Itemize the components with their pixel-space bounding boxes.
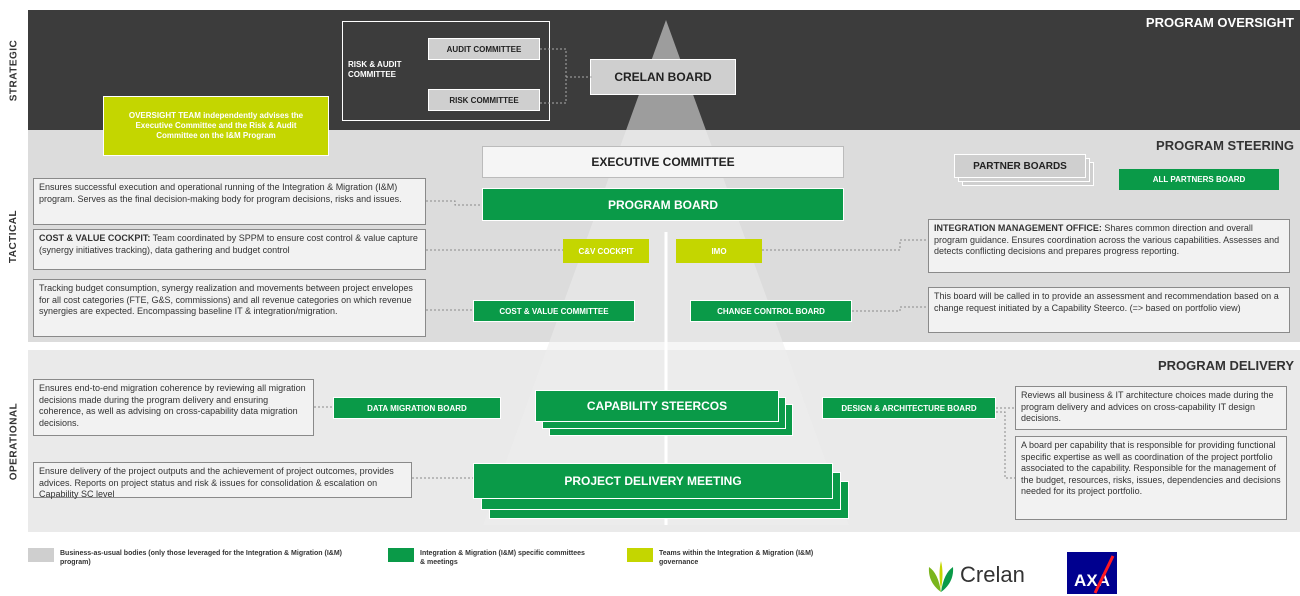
crelan-leaf-icon: [928, 561, 954, 592]
legend-swatch-bau: [28, 548, 54, 562]
executive-committee-box: EXECUTIVE COMMITTEE: [482, 146, 844, 178]
imo-box: IMO: [676, 239, 762, 263]
audit-committee-box: AUDIT COMMITTEE: [428, 38, 540, 60]
legend-swatch-im: [388, 548, 414, 562]
imo-description-title: INTEGRATION MANAGEMENT OFFICE:: [934, 223, 1102, 233]
capability-description: A board per capability that is responsib…: [1015, 436, 1287, 520]
axa-logo: AXA: [1067, 552, 1117, 594]
crelan-logo-text: Crelan: [960, 562, 1025, 587]
cost-value-cockpit-description: COST & VALUE COCKPIT: Team coordinated b…: [33, 229, 426, 270]
cockpit-description-text: Team coordinated by SPPM to ensure cost …: [39, 233, 418, 255]
partner-boards-box: PARTNER BOARDS: [954, 154, 1086, 178]
change-control-description: This board will be called in to provide …: [928, 287, 1290, 333]
legend-label-im: Integration & Migration (I&M) specific c…: [420, 550, 585, 566]
risk-audit-frame: [342, 21, 550, 121]
change-control-board-box: CHANGE CONTROL BOARD: [690, 300, 852, 322]
crelan-board-box: CRELAN BOARD: [590, 59, 736, 95]
project-delivery-description: Ensure delivery of the project outputs a…: [33, 462, 412, 499]
axa-logo-text: AXA: [1074, 571, 1110, 590]
legend-label-bau: Business-as-usual bodies (only those lev…: [60, 550, 342, 566]
design-architecture-description: Reviews all business & IT architecture c…: [1015, 386, 1287, 430]
operational-side-label: OPERATIONAL: [8, 402, 20, 480]
strategic-side-label: STRATEGIC: [8, 39, 20, 101]
risk-audit-committee-label: RISK & AUDIT COMMITTEE: [348, 60, 402, 79]
program-board-description: Ensures successful execution and operati…: [33, 178, 426, 225]
capability-steercos-box: CAPABILITY STEERCOS: [535, 390, 779, 422]
all-partners-board-box: ALL PARTNERS BOARD: [1119, 169, 1279, 190]
program-steering-title: PROGRAM STEERING: [1156, 138, 1294, 153]
project-delivery-meeting-box: PROJECT DELIVERY MEETING: [473, 463, 833, 499]
program-delivery-title: PROGRAM DELIVERY: [1157, 358, 1294, 373]
strategic-connectors: [540, 48, 592, 104]
imo-description: INTEGRATION MANAGEMENT OFFICE: Shares co…: [928, 219, 1290, 273]
program-board-box: PROGRAM BOARD: [482, 188, 844, 221]
legend-swatch-teams: [627, 548, 653, 562]
cv-cockpit-box: C&V COCKPIT: [563, 239, 649, 263]
imo-description-text: Shares common direction and overall prog…: [934, 223, 1280, 256]
program-oversight-title: PROGRAM OVERSIGHT: [1145, 15, 1294, 30]
cost-value-committee-box: COST & VALUE COMMITTEE: [473, 300, 635, 322]
design-architecture-board-box: DESIGN & ARCHITECTURE BOARD: [822, 397, 996, 419]
legend-label-teams: Teams within the Integration & Migration…: [659, 550, 814, 566]
data-migration-description: Ensures end-to-end migration coherence b…: [33, 379, 314, 436]
cost-value-committee-description: Tracking budget consumption, synergy rea…: [33, 279, 426, 337]
tactical-side-label: TACTICAL: [8, 209, 20, 263]
oversight-team-box: OVERSIGHT TEAM independently advises the…: [103, 96, 329, 156]
data-migration-board-box: DATA MIGRATION BOARD: [333, 397, 501, 419]
cockpit-description-title: COST & VALUE COCKPIT:: [39, 233, 151, 243]
risk-committee-box: RISK COMMITTEE: [428, 89, 540, 111]
